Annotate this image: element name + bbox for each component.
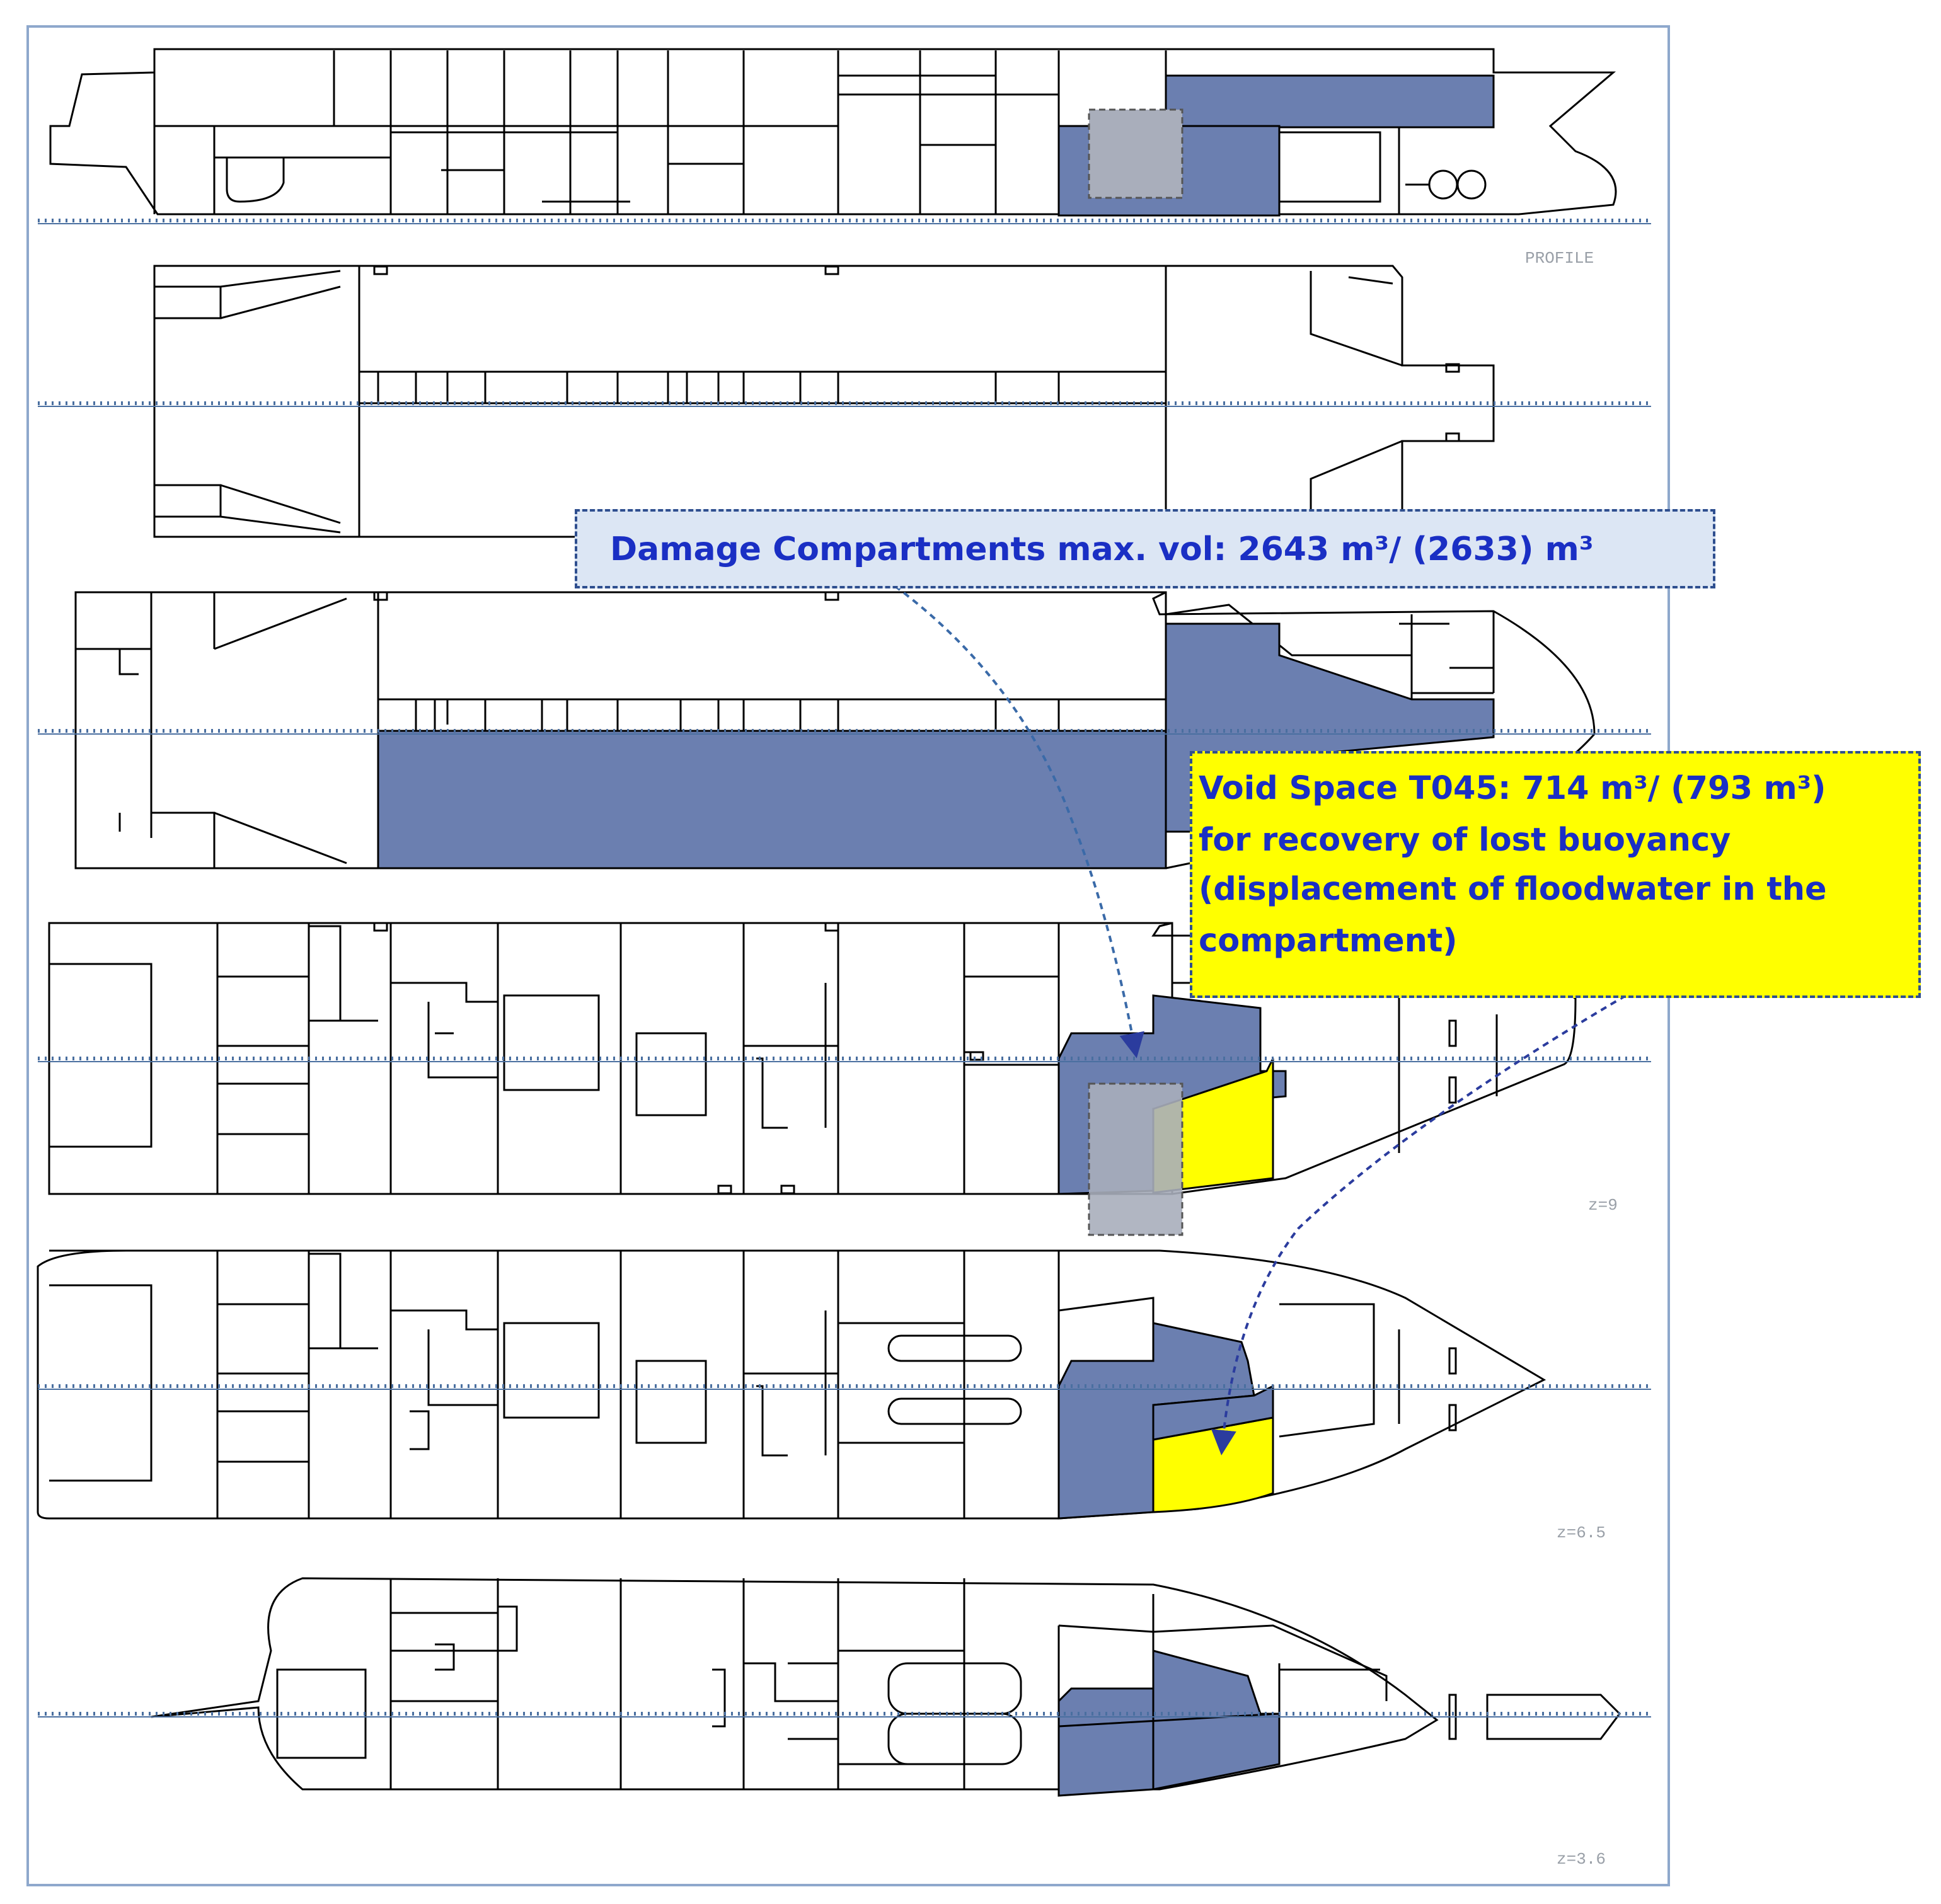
view-caption: PROFILE (1525, 249, 1594, 268)
damage-compartments-callout: Damage Compartments max. vol: 2643 m³/ (… (575, 509, 1715, 588)
void-callout-line: Void Space T045: 714 m³/ (793 m³) (1199, 770, 1826, 807)
profile-damaged-compartment (1165, 74, 1495, 129)
damage-callout-arrow (894, 585, 1144, 1058)
void-callout-arrow (1211, 994, 1627, 1455)
deck-5-outline (151, 1577, 1439, 1791)
view-caption: z=3.6 (1557, 1850, 1606, 1869)
deck-1-ruler (38, 401, 1651, 407)
view-caption: z=6.5 (1557, 1523, 1606, 1542)
profile-ruler (38, 219, 1651, 224)
deck-5-ruler (38, 1712, 1651, 1718)
void-callout-line: for recovery of lost buoyancy (1199, 822, 1731, 859)
void-callout-line: (displacement of floodwater in the (1199, 871, 1827, 908)
profile-view (49, 48, 1617, 215)
deck-3-ruler (38, 1057, 1651, 1062)
view-caption: z=9 (1588, 1196, 1618, 1215)
deck-4-outline (37, 1249, 1546, 1520)
void-space-callout: Void Space T045: 714 m³/ (793 m³) for re… (1190, 751, 1921, 998)
deck-4-damaged-compartment (1152, 1384, 1274, 1441)
profile-hull-outline (49, 48, 1617, 215)
deck-2-ruler (38, 729, 1651, 735)
profile-porthole (1456, 169, 1487, 200)
profile-void-overlay (1088, 108, 1184, 199)
deck-4-ruler (38, 1384, 1651, 1390)
deck-5-partition (1058, 1651, 1280, 1789)
void-callout-line: compartment) (1199, 922, 1458, 960)
deck-2-damaged-compartment (377, 730, 1167, 869)
deck-3-void-overlay (1088, 1082, 1184, 1236)
damage-callout-label: Damage Compartments max. vol: 2643 m³/ (… (610, 530, 1594, 568)
